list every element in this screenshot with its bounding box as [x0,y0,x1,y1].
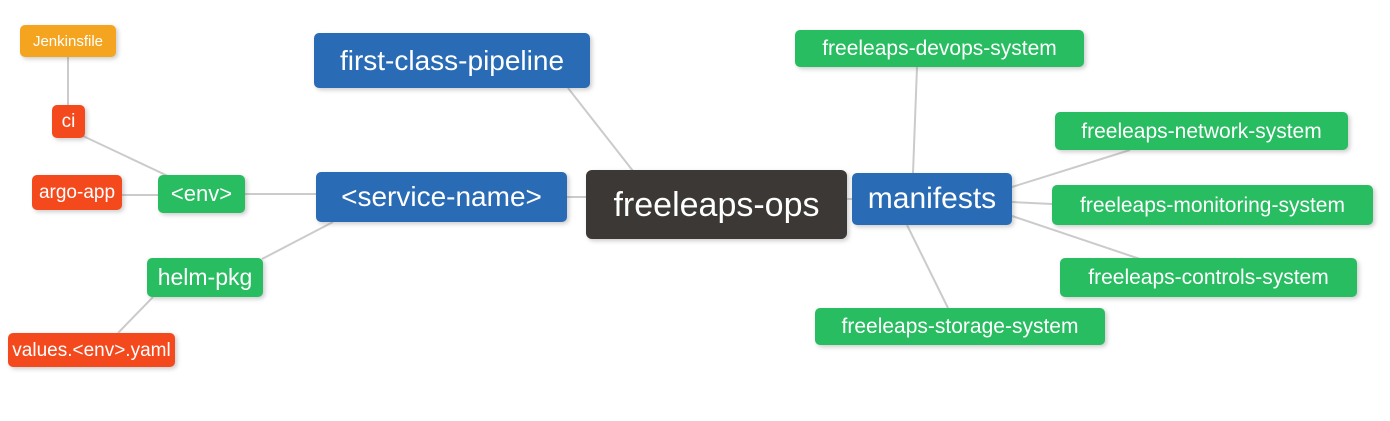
node-manifests[interactable]: manifests [852,173,1012,225]
edge-ci-env [82,135,171,178]
edge-manifests-freeleaps-monitoring-system [1011,201,1053,205]
node-freeleaps-controls-system[interactable]: freeleaps-controls-system [1060,258,1357,297]
node-argo-app[interactable]: argo-app [32,175,122,210]
node-ci[interactable]: ci [52,105,85,138]
edge-helm-pkg-values-env-yaml [117,296,154,334]
edge-manifests-freeleaps-devops-system [912,66,918,174]
node-values-env-yaml[interactable]: values.<env>.yaml [8,333,175,367]
node-jenkinsfile[interactable]: Jenkinsfile [20,25,116,57]
node-freeleaps-devops-system[interactable]: freeleaps-devops-system [795,30,1084,67]
edge-service-name-helm-pkg [261,221,334,260]
node-service-name[interactable]: <service-name> [316,172,567,222]
node-freeleaps-network-system[interactable]: freeleaps-network-system [1055,112,1348,150]
edge-first-class-pipeline-freeleaps-ops [567,87,634,172]
edge-manifests-freeleaps-network-system [1011,149,1131,188]
edge-manifests-freeleaps-storage-system [906,224,949,309]
node-freeleaps-ops[interactable]: freeleaps-ops [586,170,847,239]
node-env[interactable]: <env> [158,175,245,213]
node-freeleaps-storage-system[interactable]: freeleaps-storage-system [815,308,1105,345]
node-helm-pkg[interactable]: helm-pkg [147,258,263,297]
node-first-class-pipeline[interactable]: first-class-pipeline [314,33,590,88]
node-freeleaps-monitoring-system[interactable]: freeleaps-monitoring-system [1052,185,1373,225]
